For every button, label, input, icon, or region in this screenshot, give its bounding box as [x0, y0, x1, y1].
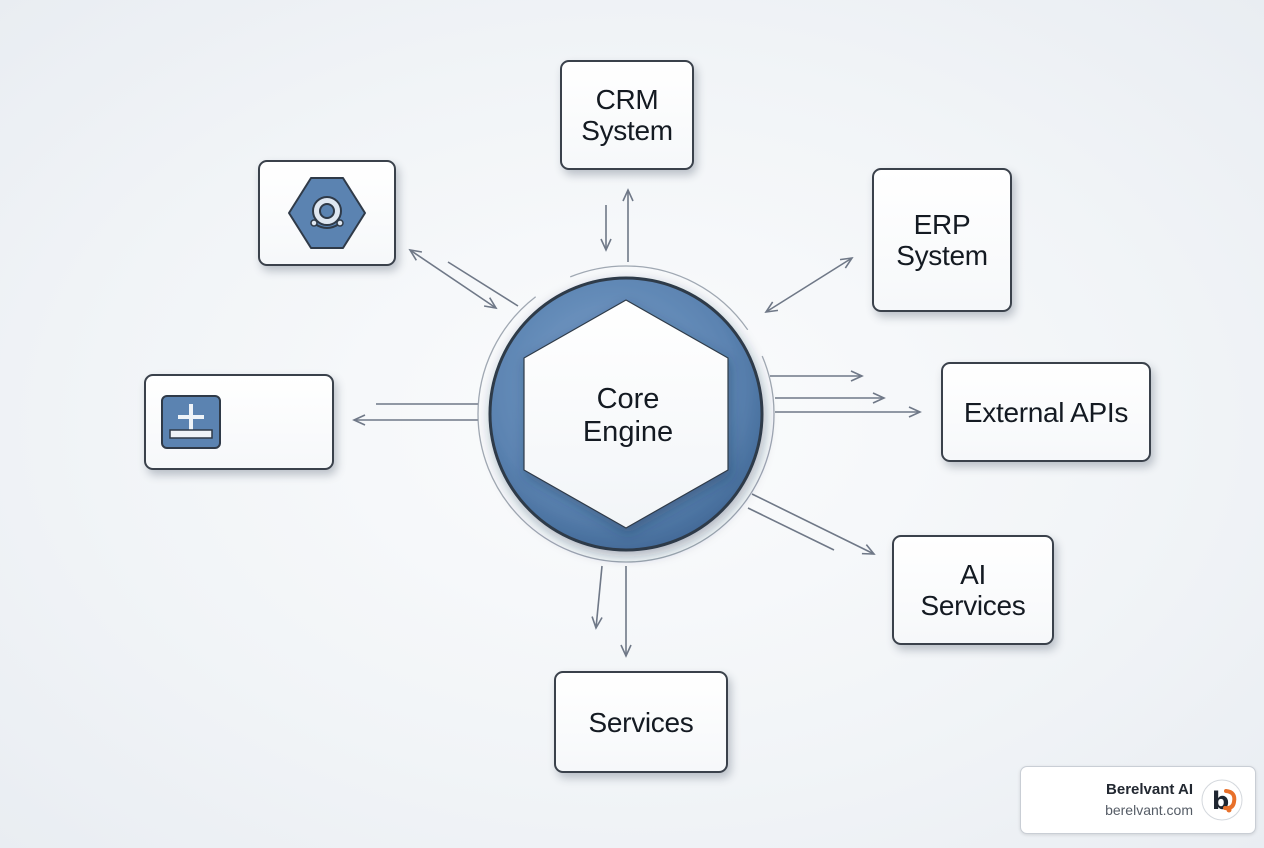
brand-url[interactable]: berelvant.com [1105, 802, 1193, 818]
arrow-ai-services-out [751, 493, 876, 555]
hexagon-gear-icon [288, 177, 366, 249]
erp-system-node: ERP System [872, 168, 1012, 312]
plus-tray-icon [161, 395, 221, 449]
ai-services-node: AI Services [892, 535, 1054, 645]
crm-system-label: CRM System [581, 84, 673, 146]
arrow-icon-top-left-parallel [447, 261, 519, 307]
brand-name: Berelvant AI [1106, 781, 1193, 798]
connection-arrows [352, 188, 922, 658]
external-apis-node: External APIs [941, 362, 1151, 462]
external-apis-label: External APIs [963, 396, 1129, 428]
core-engine [477, 265, 775, 563]
ai-services-label: AI Services [920, 559, 1026, 621]
crm-system-node: CRM System [560, 60, 694, 170]
brand-badge[interactable]: Berelvant AI berelvant.com b [1020, 766, 1256, 834]
icon-node-left [144, 374, 334, 470]
arrow-ai-services-parallel [747, 507, 835, 551]
core-hexagon [523, 299, 729, 529]
arrow-icon-top-left-bidirectional [408, 248, 498, 310]
core-engine-label: Core Engine [582, 383, 674, 448]
arrow-services-1 [591, 565, 603, 630]
icon-node-top-left [258, 160, 396, 266]
erp-system-label: ERP System [896, 209, 988, 271]
brand-logo: b [1201, 779, 1243, 826]
arrow-erp-bidirectional [764, 256, 854, 314]
services-node: Services [554, 671, 728, 773]
core-outer-ring [477, 265, 775, 563]
services-label: Services [588, 706, 694, 738]
